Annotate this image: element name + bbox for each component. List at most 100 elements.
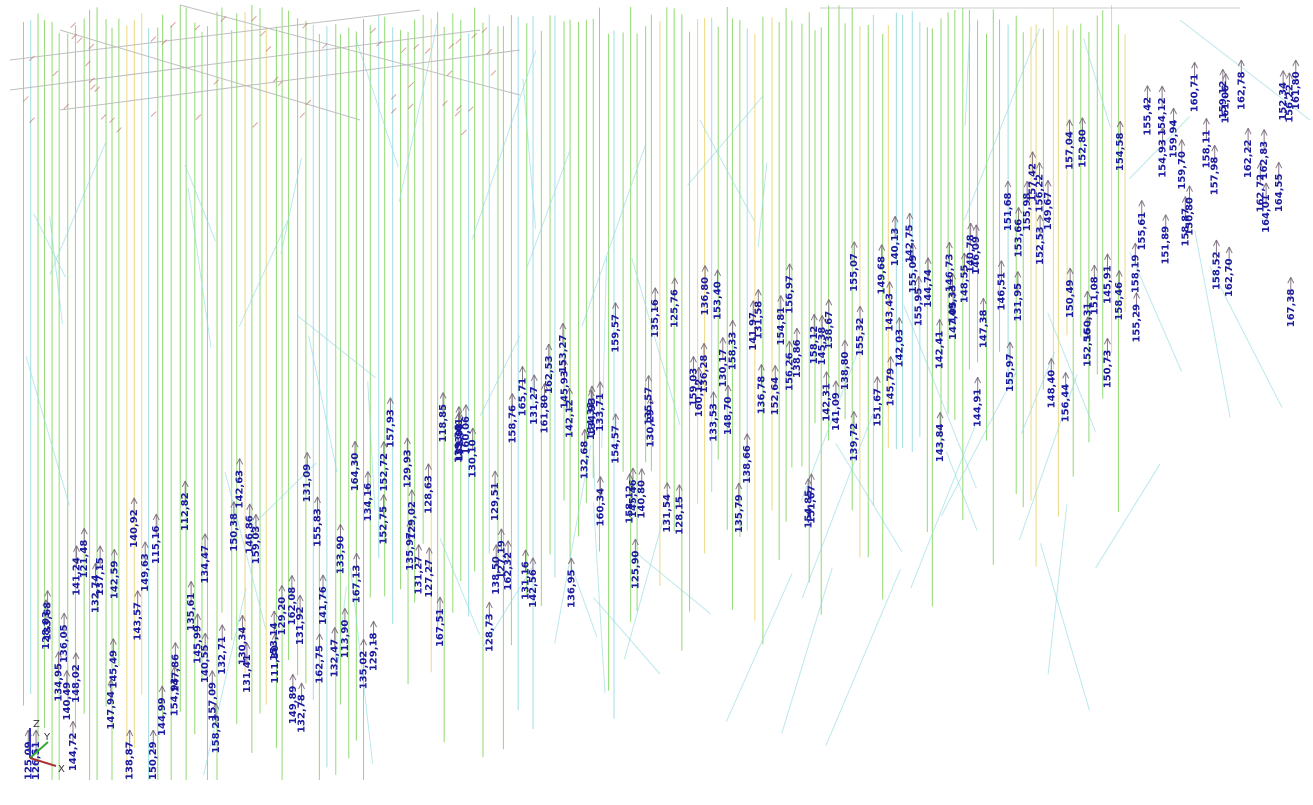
result-value-label: 145,93 [559,370,570,409]
load-arrow-head-right [654,287,659,294]
result-value-label: 145,79 [886,368,897,407]
result-value-label: 151,08 [1089,276,1100,315]
brace-member [355,37,399,168]
load-arrow-head-right [1032,151,1037,158]
load-arrow-head-left [130,497,135,505]
result-value-label: 129,18 [369,633,380,672]
load-arrow-head-left [303,452,308,459]
load-hatch [70,22,77,28]
load-arrow-head-right [500,528,505,536]
load-arrow-head-left [92,562,96,570]
load-arrow-head-left [1084,316,1089,324]
brace-member [781,567,833,734]
load-arrow-head-left [1131,242,1136,250]
brace-member [25,356,70,506]
load-arrow-head-left [1104,253,1108,261]
result-value-label: 148,70 [723,396,734,435]
result-value-label: 153,66 [1014,219,1025,258]
brace-member [940,370,1018,516]
result-value-label: 158,52 [1211,251,1222,290]
load-arrow-head-right [722,337,727,344]
load-arrow-head-left [1023,180,1028,188]
load-arrow-head-left [566,387,570,395]
result-value-label: 132,78 [297,694,308,733]
load-arrow-head-left [331,627,336,634]
load-arrow-head-right [383,494,388,501]
result-value-label: 129,20 [277,597,288,636]
result-value-label: 140,78 [966,234,977,273]
result-value-label: 139,03 [455,423,466,462]
load-arrow-head-right [409,520,414,527]
load-hatch [89,77,95,84]
result-value-label: 164,01 [1261,194,1272,233]
structure-wireframe [9,4,1311,780]
load-arrow-head-left [1014,271,1019,278]
load-hatch [490,70,497,76]
result-value-label: 125,76 [670,289,681,328]
load-arrow-head-left [436,596,441,604]
load-arrow-head-left [974,376,979,384]
load-arrow-head-right [363,639,368,646]
load-arrow-head-left [508,393,513,400]
load-arrow-head-right [428,463,432,470]
load-arrow-head-left [110,548,115,556]
brace-member [522,78,537,229]
load-hatch [29,55,35,62]
load-arrow-head-left [298,682,303,690]
load-arrow-head-right [458,406,463,413]
result-value-label: 140,49 [62,682,73,721]
load-arrow-head-right [1026,180,1031,188]
load-arrow-head-right [591,385,596,393]
load-arrow-head-right [1225,73,1230,80]
load-arrow-head-left [1004,180,1009,188]
result-value-label: 129,51 [490,482,501,521]
result-value-label: 142,31 [822,383,833,422]
load-arrow-head-right [161,685,166,693]
load-arrow-head-left [735,482,740,490]
load-arrow-head-right [948,241,953,249]
roof-chord [179,4,521,96]
result-value-label: 134,47 [200,545,211,584]
z-axis-label: Z [33,719,40,730]
load-hatch [461,129,467,136]
load-arrow-head-left [1115,270,1120,277]
load-arrow-head-left [1275,161,1280,169]
load-arrow-head-right [428,547,433,554]
result-value-label: 142,59 [109,561,120,600]
result-value-label: 159,57 [611,314,622,353]
load-arrow-head-left [1090,264,1095,272]
load-arrow-head-right [83,528,88,535]
load-arrow-head-right [1134,242,1139,250]
load-arrow-head-left [909,242,914,250]
result-value-label: 150,31 [1082,302,1093,341]
brace-member [964,24,971,126]
result-value-label: 152,72 [379,453,390,492]
load-arrow-head-right [918,276,923,283]
load-arrow-head-right [844,339,849,347]
load-hatch [454,110,461,117]
load-arrow-head-left [936,412,941,419]
result-value-label: 154,57 [611,425,622,464]
load-arrow-head-left [152,513,157,521]
load-arrow-head-left [80,528,85,535]
result-value-label: 134,93 [587,397,598,436]
result-value-label: 149,67 [1043,192,1054,231]
result-value-label: 148,55 [959,264,970,303]
load-arrow-head-right [190,581,195,588]
result-value-label: 153,14 [269,622,280,661]
brace-member [554,444,592,644]
result-value-label: 146,09 [971,236,982,275]
result-value-label: 160,71 [1190,74,1201,113]
result-value-label: 162,78 [1236,71,1247,110]
load-arrow-head-left [230,501,235,508]
load-arrow-head-right [1194,62,1199,69]
result-value-label: 151,67 [872,388,883,427]
load-arrow-head-right [1147,85,1151,92]
load-arrow-head-right [634,538,639,546]
result-value-label: 148,40 [1046,370,1057,409]
brace-member [367,381,376,510]
load-arrow-head-right [698,366,703,374]
load-arrow-head-right [977,376,982,384]
